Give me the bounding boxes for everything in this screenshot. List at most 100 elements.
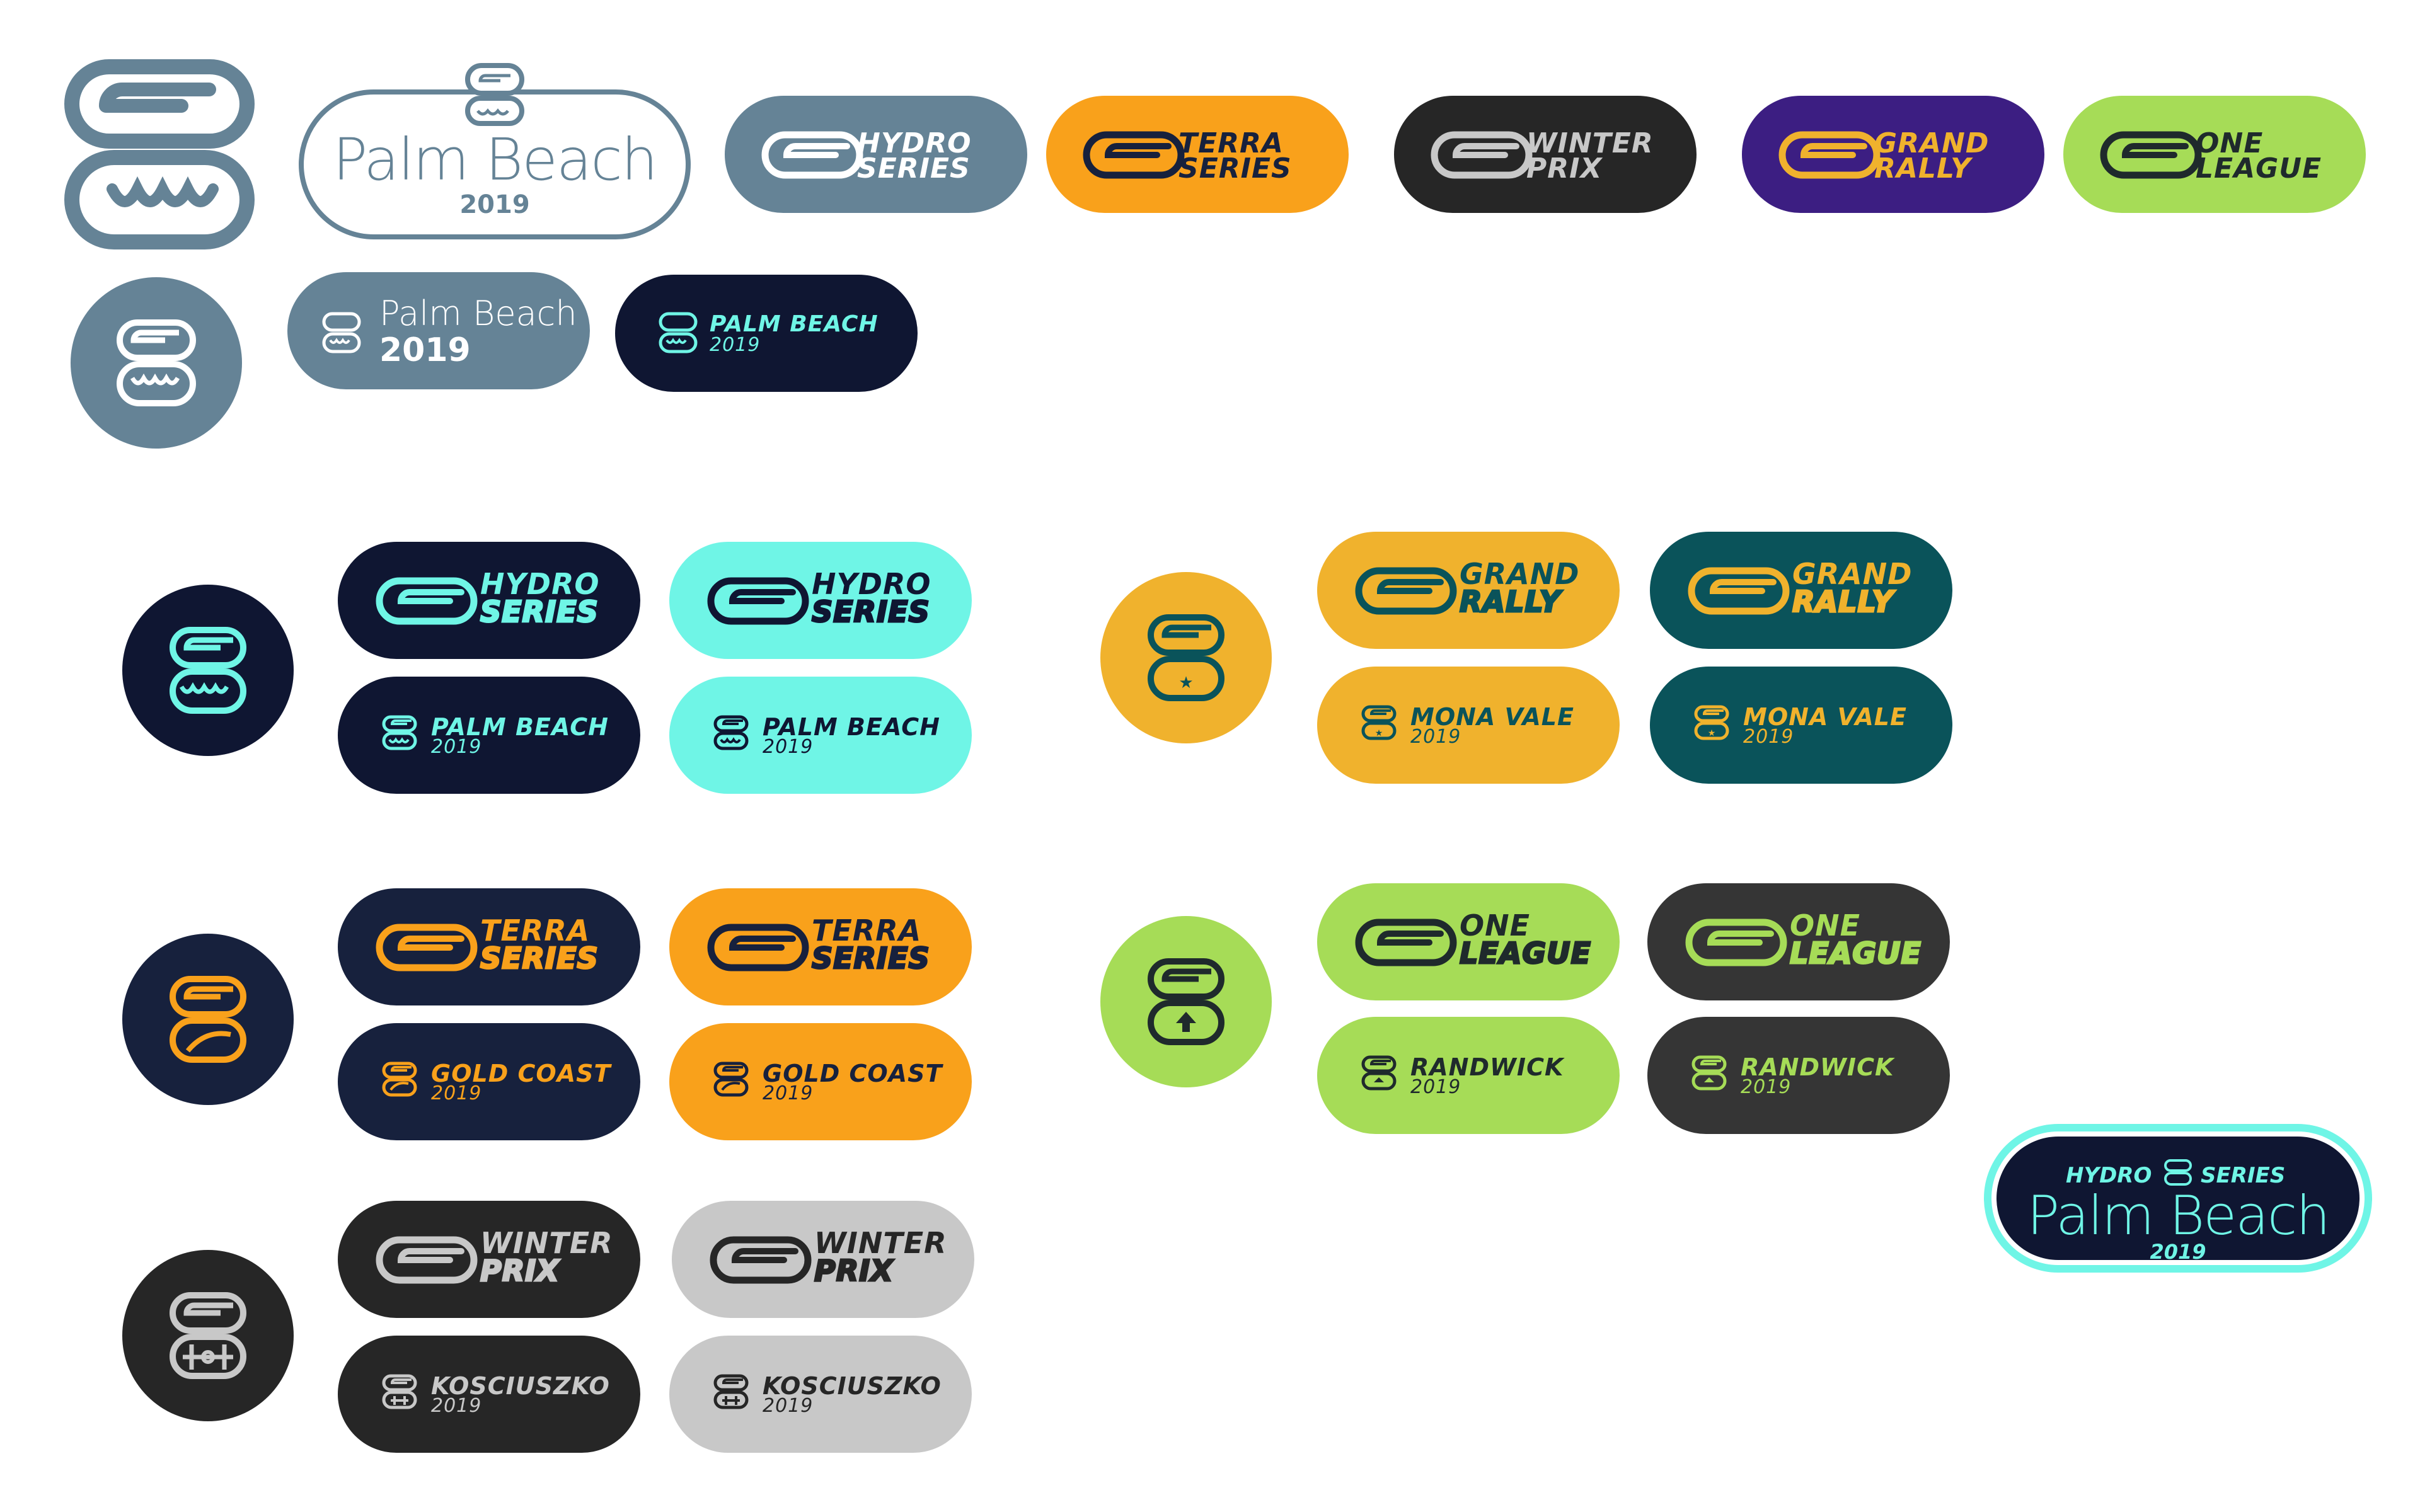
- palm-beach-badge-grey: Palm Beach 2019: [287, 272, 590, 389]
- e-mark-circle-icon: [170, 627, 246, 714]
- e-mark-circle-icon: [1148, 958, 1224, 1045]
- series-word-2: LEAGUE: [2196, 152, 2322, 185]
- palm-beach-city: Palm Beach: [332, 126, 658, 193]
- e-mark-icon: [1355, 567, 1457, 615]
- winter-series-dark: WINTER PRIX: [338, 1201, 640, 1318]
- terra-series-light: TERRA SERIES: [669, 888, 972, 1005]
- e-mark-circle-icon: [170, 1292, 246, 1379]
- event-mark-icon: [382, 1062, 417, 1097]
- series-word-2: SERIES: [480, 594, 599, 630]
- e-mark-icon: [1778, 131, 1881, 179]
- e-mark-icon: [376, 1236, 478, 1284]
- series-word-2: LEAGUE: [1459, 936, 1592, 971]
- hydro-event-light: PALM BEACH 2019: [669, 677, 972, 794]
- series-pill-top: WINTER PRIX: [1394, 96, 1697, 213]
- event-mark-icon: [382, 715, 417, 750]
- hydro-event-dark: PALM BEACH 2019: [338, 677, 640, 794]
- event-mark-icon: ★: [1361, 705, 1397, 740]
- one-event-lime: RANDWICK 2019: [1317, 1017, 1620, 1134]
- series-word-1: TERRA: [480, 914, 591, 948]
- one-event-dark: RANDWICK 2019: [1647, 1017, 1950, 1134]
- series-word-2: SERIES: [811, 941, 931, 976]
- palm-beach-badge-dark: PALM BEACH 2019: [615, 275, 918, 392]
- terra-event-dark: GOLD COAST 2019: [338, 1023, 640, 1140]
- event-year: 2019: [763, 1395, 814, 1417]
- event-year: 2019: [763, 736, 814, 758]
- event-year: 2019: [1410, 726, 1461, 748]
- winter-series-light: WINTER PRIX: [672, 1201, 974, 1318]
- series-word-1: HYDRO: [812, 567, 931, 601]
- e-mark-icon: [1355, 919, 1457, 966]
- e-mark-icon: [1688, 567, 1790, 615]
- series-word-2: SERIES: [1178, 152, 1292, 185]
- e-mark-circle-icon: ★: [1148, 614, 1224, 701]
- event-year: 2019: [431, 736, 482, 758]
- winter-event-dark: KOSCIUSZKO 2019: [338, 1336, 640, 1453]
- series-pill-top: HYDRO SERIES: [725, 96, 1027, 213]
- event-city: PALM BEACH: [763, 713, 940, 741]
- brand-mark-large: [64, 59, 255, 249]
- badge-city: Palm Beach: [379, 294, 577, 333]
- series-pill-top: TERRA SERIES: [1046, 96, 1349, 213]
- series-word-1: WINTER: [814, 1226, 947, 1260]
- series-word-2: LEAGUE: [1789, 936, 1922, 971]
- badge-city: PALM BEACH: [710, 311, 879, 337]
- event-year: 2019: [1410, 1076, 1461, 1098]
- palm-beach-outline-logo: Palm Beach 2019: [299, 63, 691, 239]
- terra-event-light: GOLD COAST 2019: [669, 1023, 972, 1140]
- event-city: RANDWICK: [1741, 1053, 1894, 1081]
- series-pill-top: ONE LEAGUE: [2063, 96, 2366, 213]
- series-word-2: RALLY: [1459, 584, 1562, 620]
- series-word-1: HYDRO: [857, 127, 972, 159]
- hydro-series-light: HYDRO SERIES: [669, 542, 972, 659]
- e-mark-icon: [761, 131, 863, 179]
- series-word-2: PRIX: [814, 1253, 894, 1289]
- feature-city: Palm Beach: [2027, 1184, 2330, 1247]
- e-mark-icon: [376, 577, 478, 625]
- series-word-2: RALLY: [1792, 584, 1894, 620]
- event-mark-icon: [713, 1374, 749, 1409]
- series-word-2: SERIES: [480, 941, 599, 976]
- e-wave-small-icon: [322, 312, 361, 353]
- event-city: PALM BEACH: [431, 713, 609, 741]
- event-city: KOSCIUSZKO: [431, 1372, 610, 1400]
- grand-series-gold: GRAND RALLY: [1317, 532, 1620, 649]
- event-mark-icon: [1691, 1055, 1727, 1091]
- e-mark-icon: [1685, 919, 1787, 966]
- series-word-1: ONE: [1460, 908, 1531, 942]
- event-year: 2019: [431, 1395, 482, 1417]
- event-mark-icon: [1361, 1055, 1397, 1091]
- one-series-lime: ONE LEAGUE: [1317, 883, 1620, 1000]
- e-mark-circle-icon: [170, 976, 246, 1063]
- series-word-2: PRIX: [1526, 152, 1603, 185]
- event-city: MONA VALE: [1410, 703, 1574, 731]
- palm-beach-outline-frame: [299, 63, 691, 239]
- e-mark-icon: [1083, 131, 1185, 179]
- series-word-1: HYDRO: [480, 567, 600, 601]
- grand-event-teal: ★ MONA VALE 2019: [1650, 667, 1952, 784]
- feature-right-label: SERIES: [2201, 1163, 2286, 1188]
- terra-circle: [122, 934, 294, 1105]
- event-city: MONA VALE: [1743, 703, 1907, 731]
- winter-event-light: KOSCIUSZKO 2019: [669, 1336, 972, 1453]
- feature-badge: HYDRO SERIES Palm Beach 2019: [1984, 1124, 2372, 1273]
- series-word-1: GRAND: [1874, 127, 1990, 159]
- series-word-1: TERRA: [1178, 127, 1284, 159]
- event-year: 2019: [1741, 1076, 1792, 1098]
- e-mark-icon: [710, 1236, 812, 1284]
- svg-text:★: ★: [1708, 728, 1716, 738]
- series-word-2: PRIX: [480, 1253, 560, 1289]
- e-mark-icon: [707, 577, 809, 625]
- event-city: RANDWICK: [1410, 1053, 1564, 1081]
- badge-year: 2019: [710, 334, 761, 356]
- e-wave-small-icon: [659, 312, 698, 353]
- series-pill-top: GRAND RALLY: [1742, 96, 2044, 213]
- svg-text:★: ★: [1178, 673, 1193, 692]
- grand-event-gold: ★ MONA VALE 2019: [1317, 667, 1620, 784]
- svg-text:★: ★: [1375, 728, 1383, 738]
- e-wave-small-icon: [2164, 1159, 2192, 1186]
- hydro-circle: [122, 585, 294, 756]
- event-year: 2019: [763, 1082, 814, 1104]
- series-word-1: ONE: [1790, 908, 1861, 942]
- series-word-1: ONE: [2196, 127, 2264, 159]
